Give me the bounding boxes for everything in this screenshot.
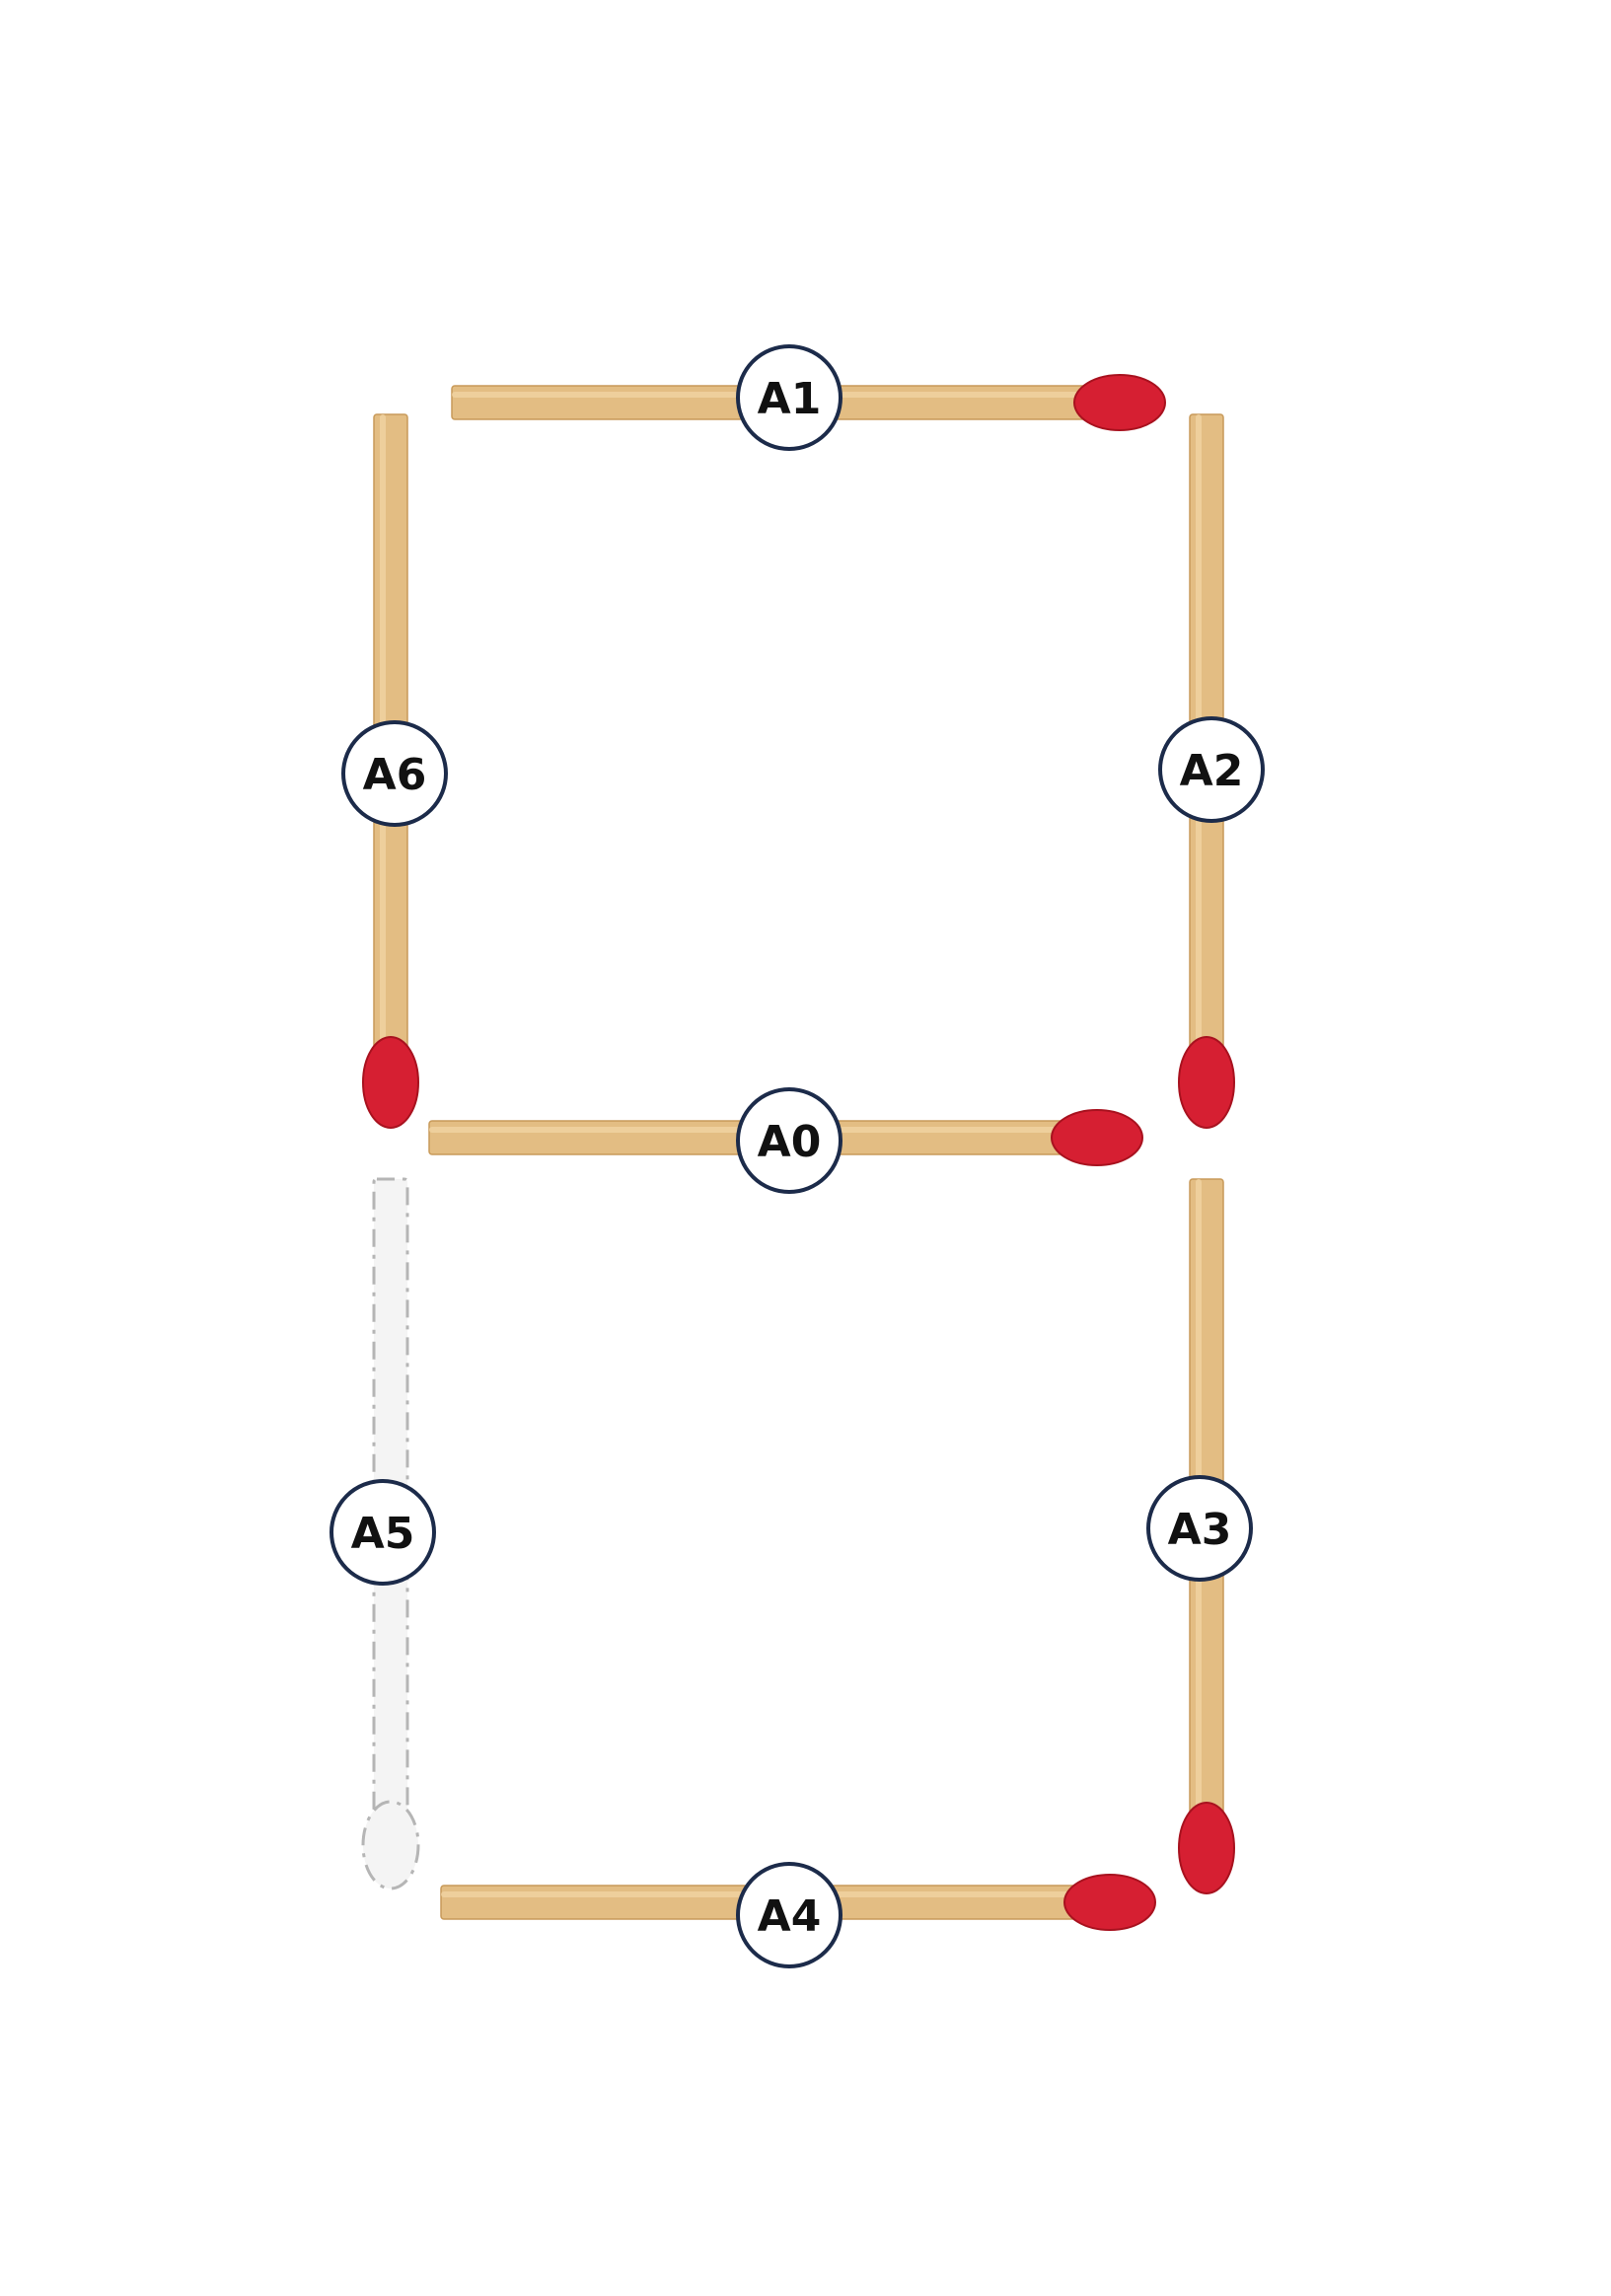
label-a0-text: A0 (758, 1117, 822, 1167)
label-a3: A3 (1146, 1475, 1253, 1582)
label-a2: A2 (1158, 716, 1265, 823)
label-a6: A6 (341, 720, 448, 827)
label-a1-text: A1 (758, 374, 822, 424)
label-a5: A5 (330, 1479, 436, 1586)
label-a1: A1 (736, 344, 842, 451)
label-a4-text: A4 (758, 1891, 822, 1942)
label-a3-text: A3 (1168, 1505, 1232, 1555)
label-a6-text: A6 (363, 750, 427, 800)
label-a5-text: A5 (351, 1509, 415, 1559)
label-a0: A0 (736, 1087, 842, 1194)
label-a2-text: A2 (1180, 746, 1244, 796)
label-a4: A4 (736, 1862, 842, 1968)
